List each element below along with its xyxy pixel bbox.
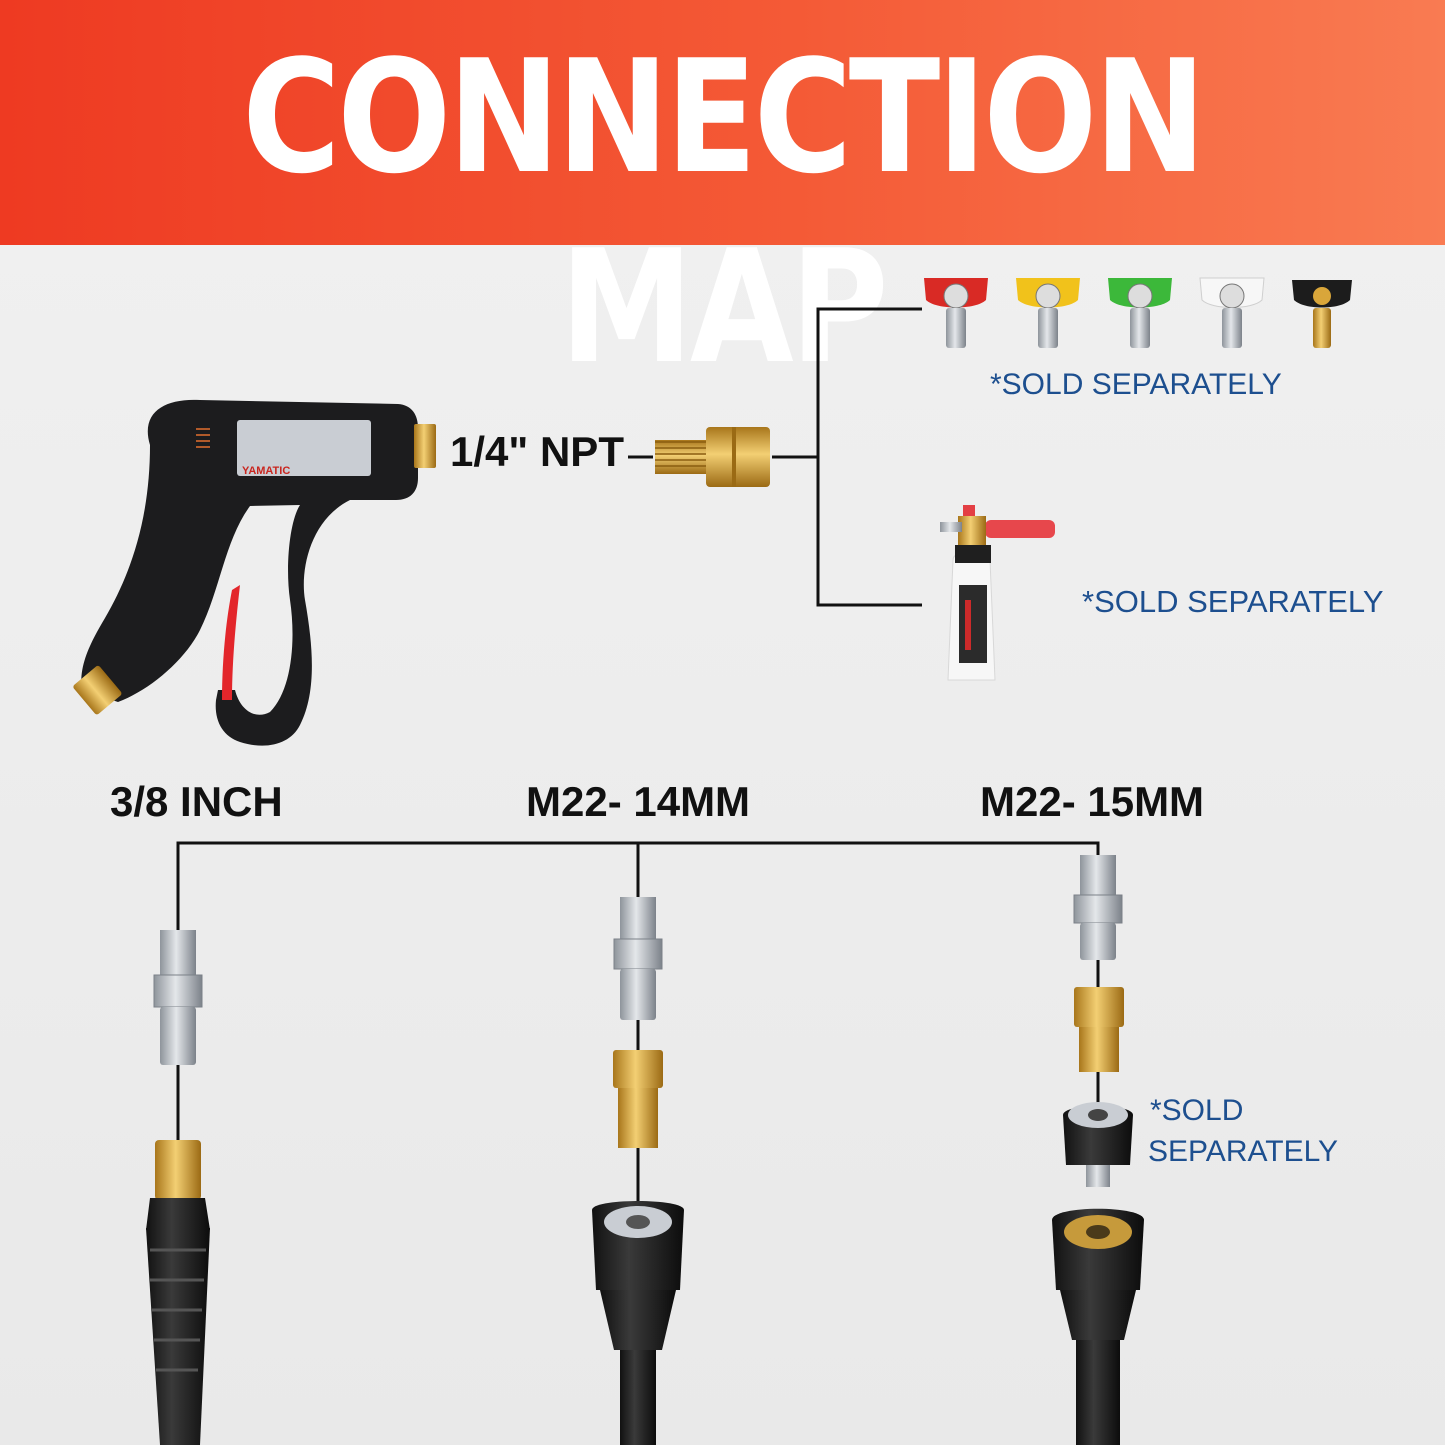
plug-3-8-inch	[153, 930, 203, 1065]
nozzle-white	[1199, 277, 1265, 348]
spray-gun-image: YAMATIC	[73, 399, 436, 746]
nozzle-red	[924, 278, 988, 348]
npt-label: 1/4" NPT	[450, 428, 624, 475]
gun-inlet-fitting	[73, 665, 122, 715]
foam-sold-separately-note: *SOLD SEPARATELY	[1082, 584, 1384, 619]
nozzle-black	[1292, 280, 1352, 348]
label-3-8-inch: 3/8 INCH	[110, 778, 283, 825]
hose-coupler-3-8	[146, 1140, 210, 1445]
twist-nut-m22-15mm	[1052, 1208, 1144, 1445]
page-title: CONNECTION MAP	[242, 26, 1206, 398]
m22-swivel-adapter	[1063, 1102, 1133, 1187]
nozzle-green	[1108, 278, 1172, 348]
adapter-sold-note-line2: SEPARATELY	[1148, 1135, 1339, 1168]
title-banner: CONNECTION MAP	[0, 0, 1445, 398]
adapter-sold-note-line1: *SOLD	[1150, 1094, 1244, 1127]
foam-cannon-image	[940, 505, 1055, 681]
gun-label-plate	[237, 420, 371, 476]
gun-outlet-fitting	[414, 424, 436, 468]
quick-coupler-image	[655, 427, 770, 487]
plug-m22-15mm	[1073, 855, 1123, 960]
connector-lines	[176, 307, 1100, 1205]
brass-adapter-m22-14mm	[613, 1050, 663, 1148]
label-m22-15mm: M22- 15MM	[980, 778, 1205, 825]
brass-adapter-m22-15mm	[1074, 987, 1124, 1072]
label-m22-14mm: M22- 14MM	[526, 778, 751, 825]
nozzle-tips	[924, 277, 1352, 348]
nozzles-sold-separately-note: *SOLD SEPARATELY	[990, 368, 1282, 401]
gun-brand: YAMATIC	[242, 465, 290, 477]
plug-m22-14mm	[613, 897, 663, 1020]
accessory-bracket	[816, 307, 922, 607]
twist-nut-m22-14mm	[592, 1201, 684, 1445]
nozzle-yellow	[1016, 278, 1080, 348]
